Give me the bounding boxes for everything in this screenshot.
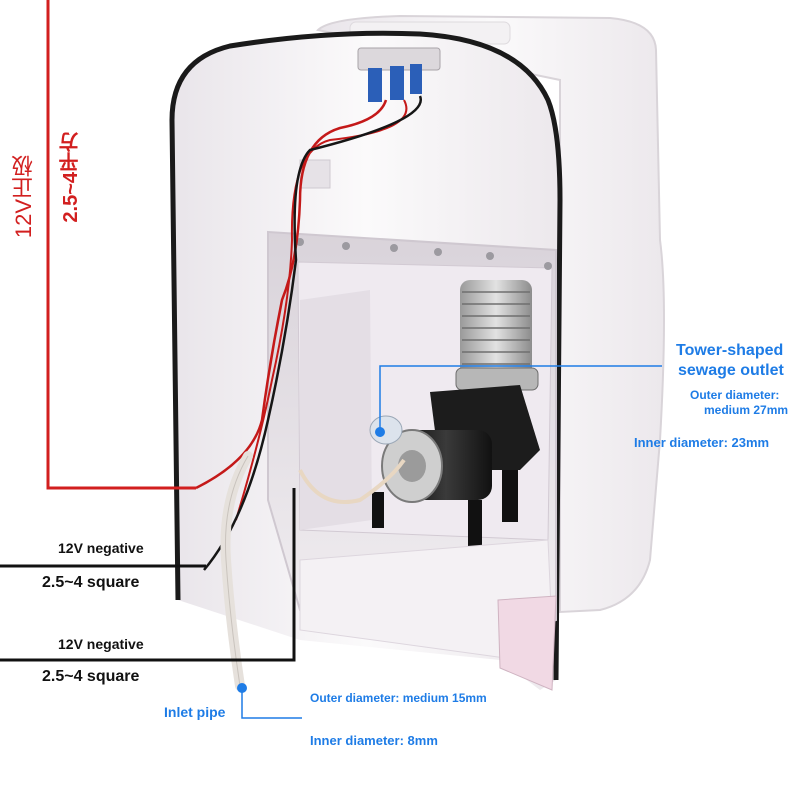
side-panel bbox=[497, 595, 557, 691]
internal-negative-wire bbox=[203, 95, 422, 571]
outlet-inner-label: Inner diameter: 23mm bbox=[634, 435, 770, 450]
inlet-inner-label: Inner diameter: 8mm bbox=[310, 733, 438, 748]
outlet-leader-line bbox=[379, 365, 662, 432]
positive-title-label: 12V正极 bbox=[11, 155, 36, 239]
negative-leader-line-2 bbox=[0, 488, 296, 662]
outlet-outer-line1: Outer diameter: bbox=[690, 388, 780, 402]
inlet-marker-icon bbox=[237, 683, 247, 693]
outlet-title-line2: sewage outlet bbox=[678, 362, 784, 379]
inlet-leader-line bbox=[241, 688, 302, 719]
macerator-pump bbox=[369, 385, 540, 546]
door-seal bbox=[169, 30, 563, 681]
inlet-title-label: Inlet pipe bbox=[164, 704, 226, 720]
service-cavity bbox=[267, 159, 557, 642]
positive-leader-line bbox=[46, 0, 196, 490]
tower-sewage-outlet bbox=[455, 280, 539, 391]
negative-2-size-label: 2.5~4 square bbox=[42, 668, 140, 685]
outlet-marker-icon bbox=[375, 427, 385, 437]
positive-size-label: 2.5~4平方 bbox=[60, 132, 82, 223]
inlet-outer-label: Outer diameter: medium 15mm bbox=[310, 691, 487, 705]
outlet-outer-line2: medium 27mm bbox=[704, 403, 789, 417]
outlet-title-line1: Tower-shaped bbox=[676, 342, 784, 359]
negative-1-title-label: 12V negative bbox=[58, 540, 144, 556]
pump-wire-bundle bbox=[298, 458, 406, 504]
terminal-block bbox=[357, 47, 441, 102]
negative-1-size-label: 2.5~4 square bbox=[42, 574, 140, 591]
negative-2-title-label: 12V negative bbox=[58, 636, 144, 652]
